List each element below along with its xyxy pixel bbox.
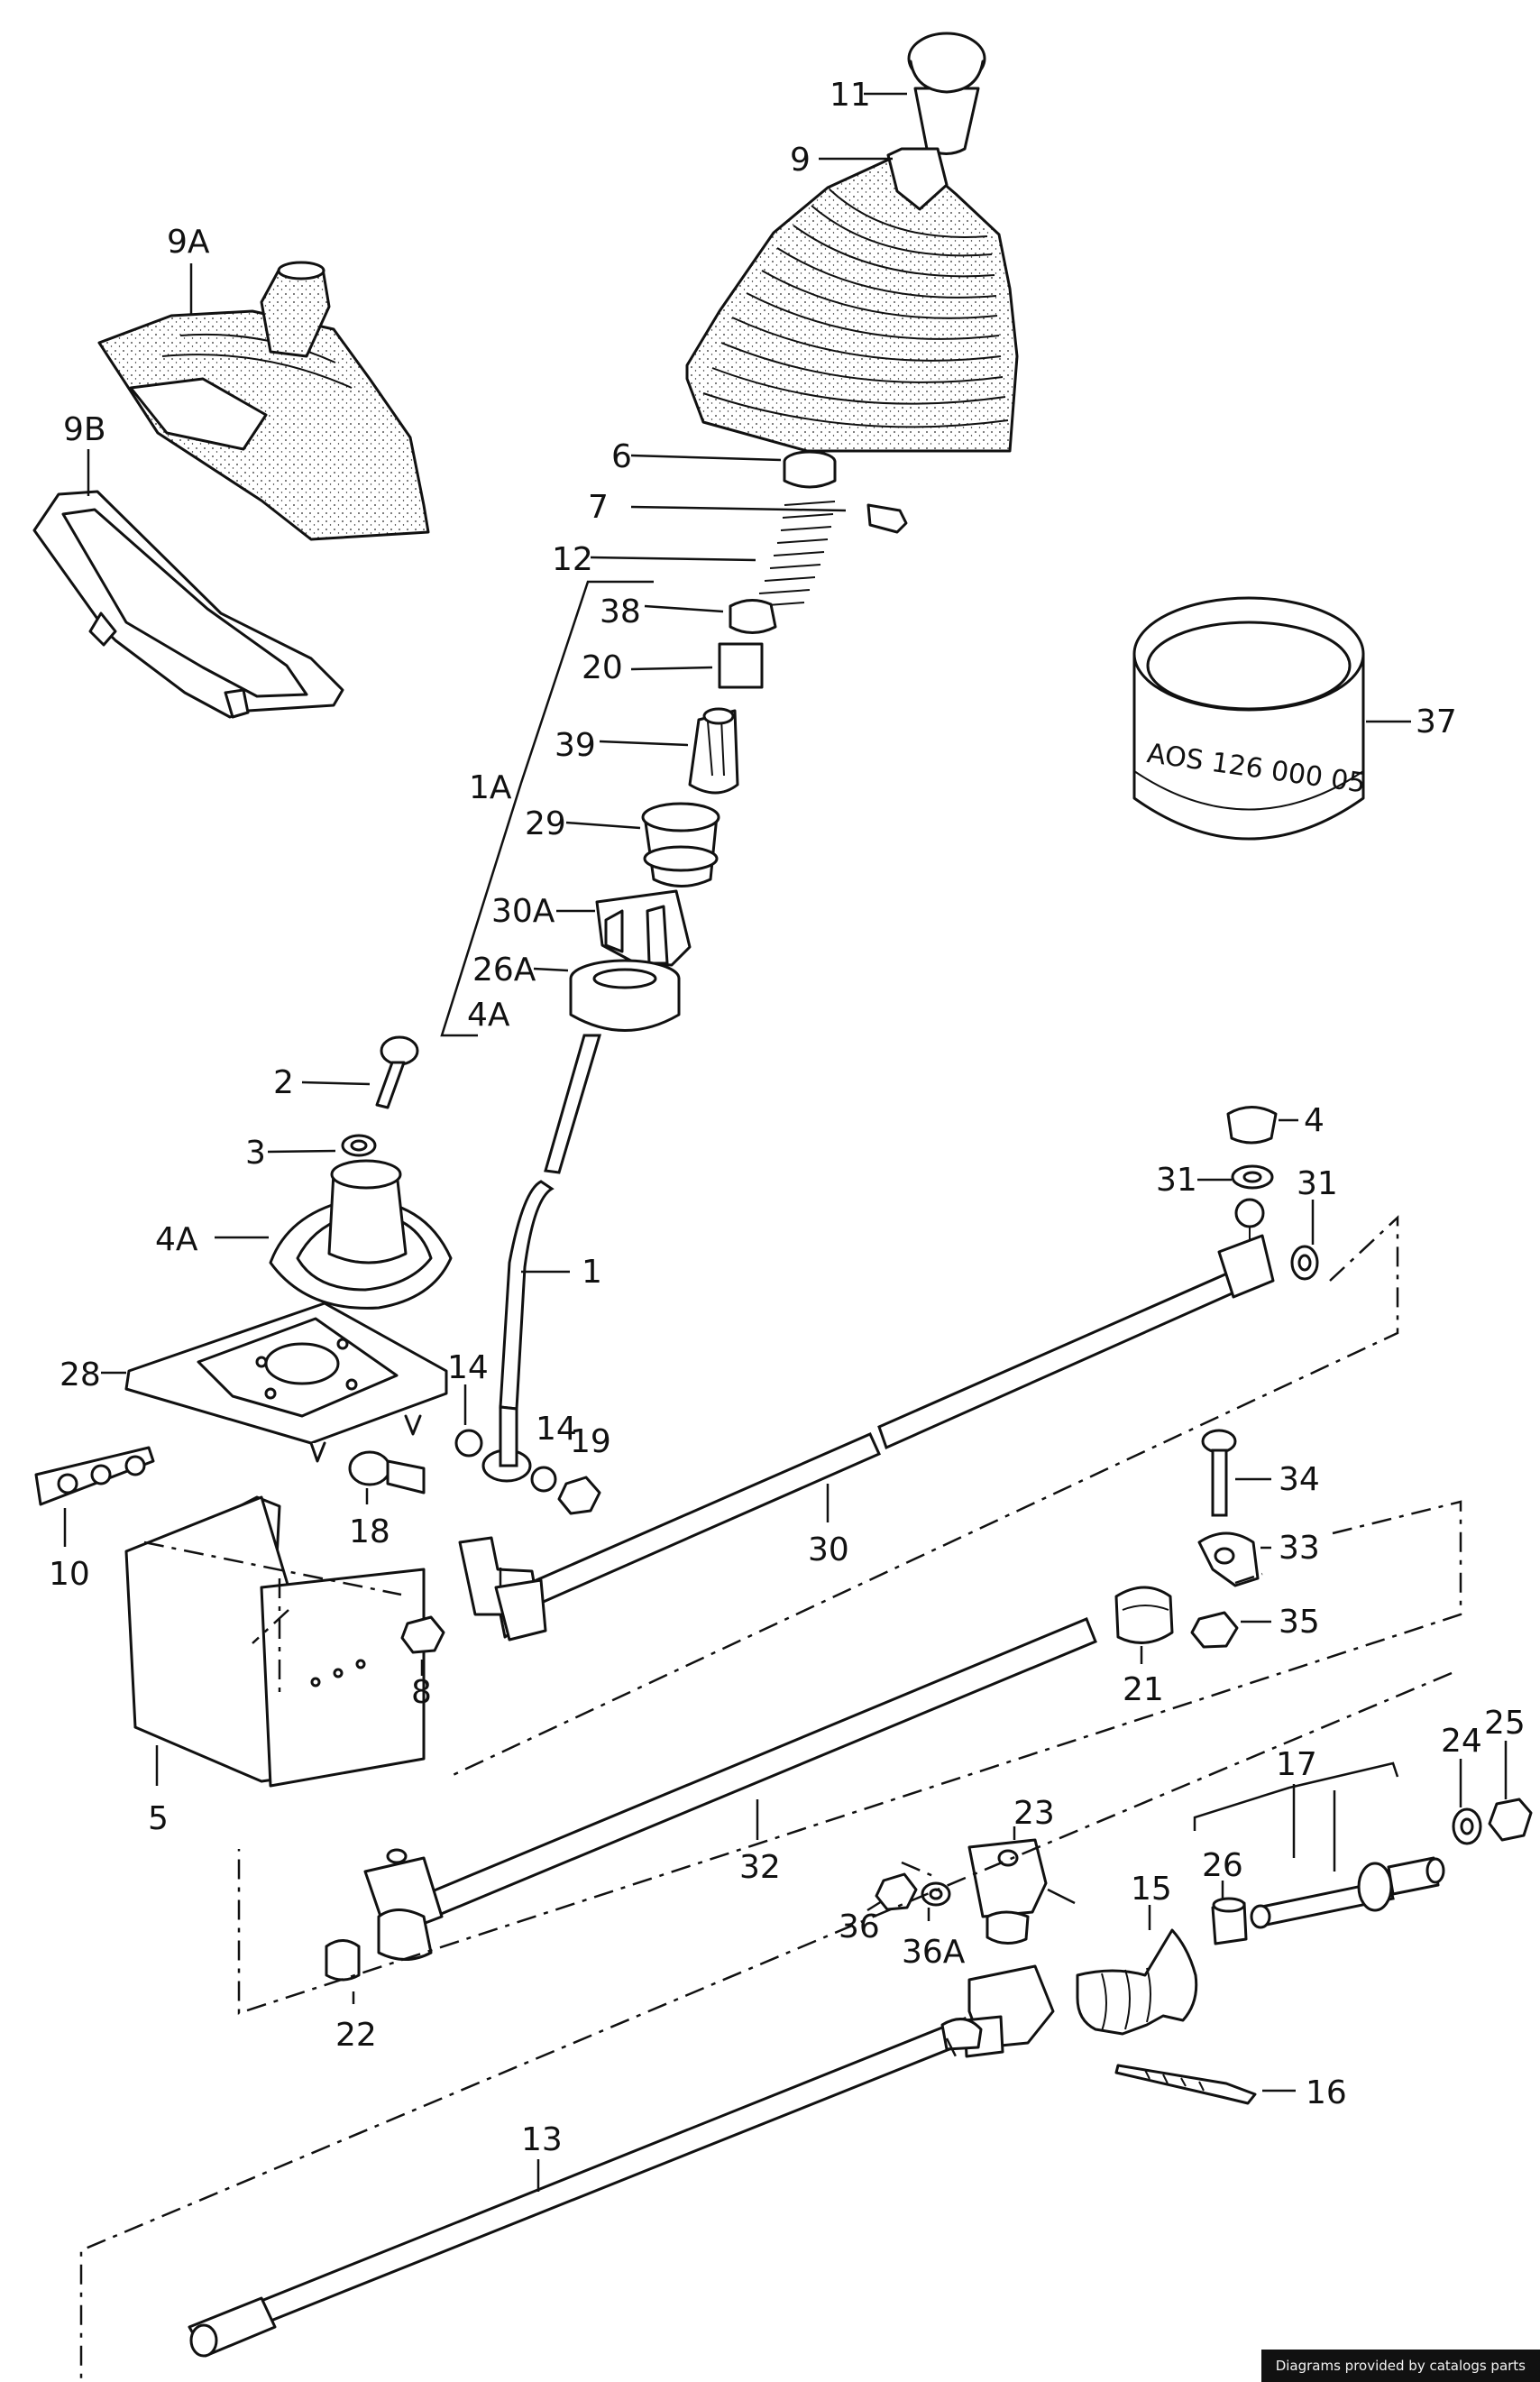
part-22-bushing [325,1939,361,2004]
part-34-bolt [1201,1429,1271,1517]
bracket-1A [440,580,654,1037]
callout-32: 32 [739,1849,781,1886]
callout-4: 4 [1304,1102,1325,1139]
part-23-clamp [967,1826,1076,1945]
part-20-spring [630,642,764,689]
callout-29: 29 [525,805,566,842]
part-31-washer-left [1197,1164,1274,1190]
callout-10: 10 [49,1556,90,1593]
part-32-shaft [363,1617,1097,1961]
callout-26: 26 [1202,1847,1243,1884]
callout-19: 19 [570,1423,611,1460]
callout-17: 17 [1276,1746,1317,1783]
callout-20: 20 [582,649,623,686]
callout-22: 22 [335,2017,377,2054]
part-17-shaft [1193,1761,1445,1929]
part-36-nut [866,1872,918,1912]
callout-21: 21 [1123,1671,1164,1708]
part-21-boot [1114,1586,1174,1664]
callout-18: 18 [349,1513,390,1550]
callout-14-a: 14 [447,1349,489,1386]
callout-4A-top: 4A [467,997,510,1034]
part-38-bushing [644,599,777,634]
part-4A-cover [215,1159,453,1310]
part-9-gear-boot [685,147,1019,453]
part-4-cap [1226,1106,1298,1145]
callout-39: 39 [555,727,596,764]
callout-24: 24 [1441,1723,1482,1760]
part-18-bolt [348,1450,426,1504]
callout-3: 3 [245,1135,266,1172]
callout-5: 5 [148,1800,169,1837]
callout-9: 9 [790,142,811,179]
part-8-nut [400,1615,445,1676]
callout-14-b: 14 [536,1411,577,1448]
callout-8: 8 [411,1674,432,1711]
part-16-cable-tie [1114,2064,1296,2105]
part-1-shift-lever [481,1034,602,1483]
part-39-guide [599,707,739,795]
part-15-boot [1076,1905,1198,2036]
callout-15: 15 [1131,1871,1172,1908]
part-14-bushing-a [454,1384,483,1458]
part-19-nut [557,1476,601,1515]
callout-13: 13 [521,2121,563,2158]
callout-7: 7 [588,489,609,526]
part-2-screw [301,1035,419,1109]
part-37-grease-tin: AOS 126 000 05 [1132,596,1411,841]
callout-31-left: 31 [1156,1162,1197,1199]
callout-labels: 11 9 9A 9B 6 7 12 38 20 39 1A 29 30A 26A… [49,77,1526,2158]
callout-36: 36 [839,1908,880,1945]
part-35-nut [1190,1611,1271,1649]
part-13-shift-rod [188,1964,1055,2358]
callout-37: 37 [1416,704,1457,740]
assembly-boundary-lines [79,1215,1462,2382]
part-11-shift-knob [864,32,986,155]
callout-9A: 9A [167,224,210,261]
part-31-washer-right [1290,1200,1319,1281]
part-5-housing [124,1495,426,1788]
part-6-cap [630,450,837,489]
part-26A-ring [533,959,681,1032]
part-7-pin [630,503,908,534]
callout-16: 16 [1306,2074,1347,2111]
part-28-plate [101,1301,448,1463]
callout-31-right: 31 [1297,1165,1338,1202]
credit-footer: Diagrams provided by catalogs parts [1260,2350,1540,2382]
callout-25: 25 [1484,1705,1526,1742]
part-12-spring [590,501,836,607]
part-9a-boot [97,261,430,541]
callout-33: 33 [1279,1530,1320,1567]
part-10-studs [34,1446,155,1547]
callout-4A: 4A [155,1221,198,1258]
callout-9B: 9B [63,411,106,448]
callout-26A: 26A [472,952,536,989]
part-26-bushing [1211,1881,1248,1945]
callout-12: 12 [552,541,593,578]
callout-36A: 36A [902,1934,966,1971]
callout-1A: 1A [469,769,512,806]
callout-34: 34 [1279,1461,1320,1498]
callout-35: 35 [1279,1604,1320,1641]
part-14-bushing-b [530,1466,557,1493]
part-36A-washer [921,1881,951,1921]
callout-23: 23 [1013,1795,1055,1832]
callout-2: 2 [273,1064,294,1101]
callout-1: 1 [582,1254,602,1291]
callout-6: 6 [611,438,632,475]
callout-30: 30 [808,1531,849,1568]
part-24-washer [1452,1759,1482,1845]
part-3-washer [267,1134,377,1157]
callout-28: 28 [60,1357,101,1393]
part-29-bushing [565,802,720,888]
callout-30A-top: 30A [491,893,555,930]
part-30A-ring [556,889,692,967]
part-33-clamp [1197,1531,1271,1587]
part-9b-trim-frame [32,449,344,719]
callout-11: 11 [830,77,871,114]
callout-38: 38 [600,593,641,630]
part-25-nut [1488,1741,1533,1842]
